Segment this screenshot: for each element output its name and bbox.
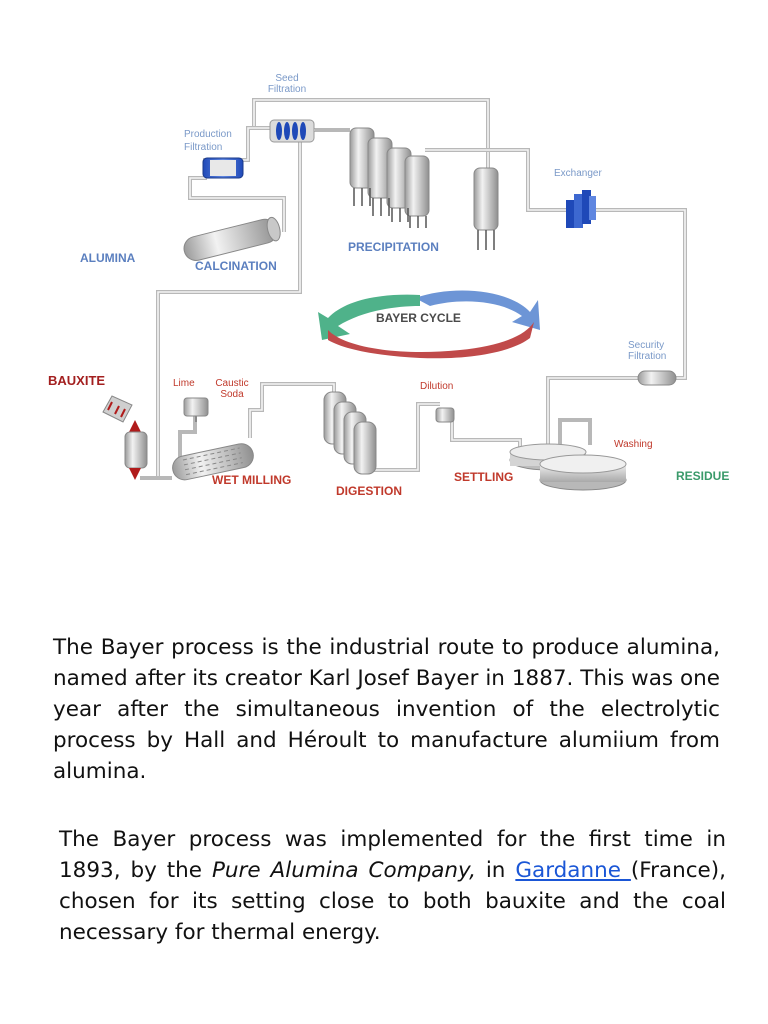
label-seed-filtration-2: Filtration: [268, 84, 306, 95]
label-calcination: CALCINATION: [195, 259, 277, 273]
company-name: Pure Alumina Company,: [211, 858, 476, 883]
label-residue: RESIDUE: [676, 469, 729, 483]
lime-hopper: [183, 397, 209, 422]
paragraph-bayer-intro: The Bayer process is the industrial rout…: [53, 635, 720, 784]
calcination-kiln: [183, 216, 281, 261]
label-seed-filtration-1: Seed: [275, 73, 298, 84]
label-wet-milling: WET MILLING: [212, 473, 291, 487]
seed-filtration-unit: [269, 119, 315, 143]
label-lime: Lime: [173, 378, 195, 389]
label-caustic-soda-2: Soda: [220, 389, 244, 400]
label-bayer-cycle: BAYER CYCLE: [376, 311, 461, 325]
security-filtration-unit: [637, 370, 677, 386]
dilution-tank: [435, 407, 455, 423]
label-precipitation: PRECIPITATION: [348, 240, 439, 254]
bayer-process-diagram: Seed Filtration Production Filtration Ex…: [48, 73, 729, 498]
bayer-cycle-arrows: [318, 290, 540, 359]
paragraph2-text-c: (France), chosen for its setting close t…: [59, 858, 726, 945]
gardanne-link[interactable]: Gardanne: [515, 858, 631, 883]
wet-milling-mill: [172, 443, 254, 481]
settling-washing-thickeners: [509, 443, 627, 491]
label-exchanger: Exchanger: [554, 168, 602, 179]
paragraph2-text-a: The Bayer process was implemented for th…: [59, 827, 726, 883]
label-caustic-soda-1: Caustic: [215, 378, 248, 389]
label-security-filtration-1: Security: [628, 340, 664, 351]
label-washing: Washing: [614, 439, 653, 450]
precipitation-tanks: [349, 127, 499, 250]
paragraph2-text-b: in: [475, 858, 516, 883]
exchanger-unit: [566, 190, 596, 228]
label-settling: SETTLING: [454, 470, 513, 484]
digestion-tanks: [323, 391, 377, 475]
bauxite-silo: [102, 395, 148, 480]
label-security-filtration-2: Filtration: [628, 351, 666, 362]
label-bauxite: BAUXITE: [48, 373, 105, 388]
paragraph-bayer-history: The Bayer process was implemented for th…: [59, 824, 726, 948]
label-alumina: ALUMINA: [80, 251, 136, 265]
label-dilution: Dilution: [420, 381, 453, 392]
label-digestion: DIGESTION: [336, 484, 402, 498]
production-filtration-inner: [210, 160, 236, 176]
label-production-filtration-2: Filtration: [184, 142, 222, 153]
label-production-filtration-1: Production: [184, 129, 232, 140]
